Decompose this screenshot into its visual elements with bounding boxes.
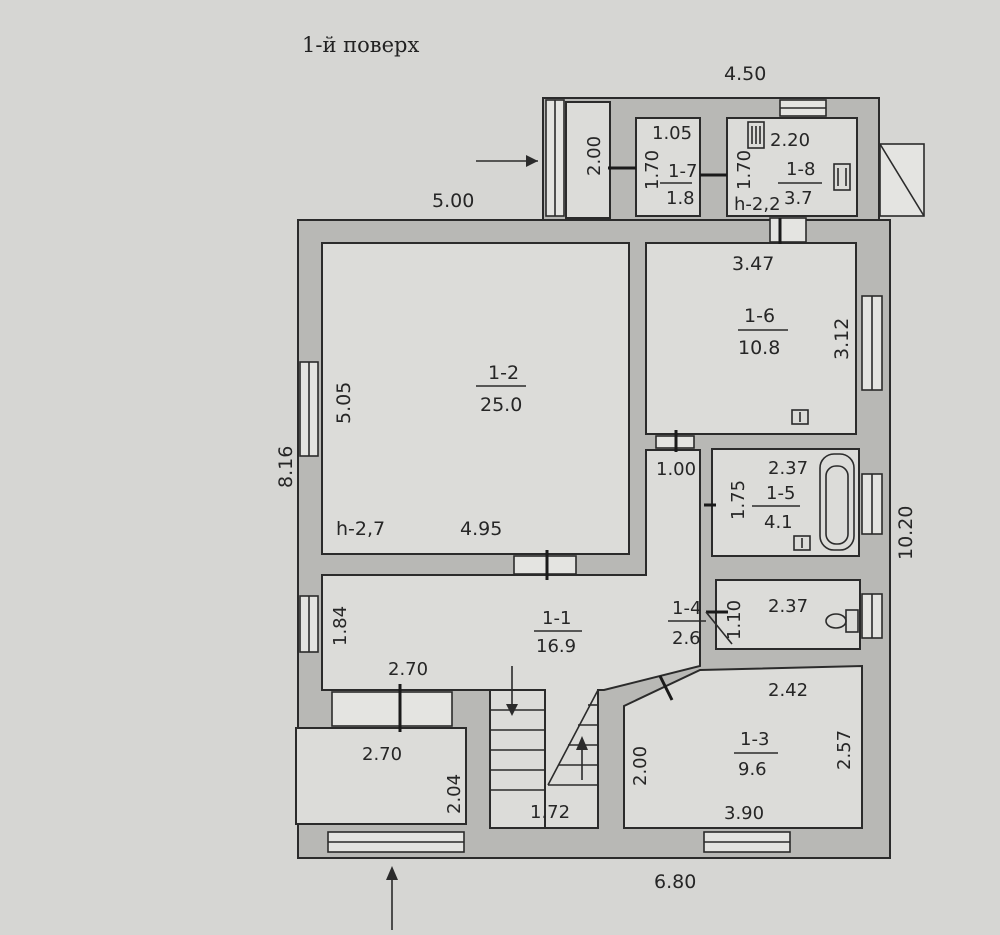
room-1-8-height: 1.70 <box>734 150 755 190</box>
room-1-6-shape <box>645 242 857 435</box>
room-1-3-shape <box>623 664 863 829</box>
boiler-icon <box>747 121 851 191</box>
floor-title: 1-й поверх <box>302 33 419 57</box>
room-1-8-width: 2.20 <box>770 130 810 151</box>
stair-width: 1.72 <box>530 802 570 823</box>
room-1-2-shape <box>321 242 630 555</box>
room-1-2-id: 1-2 <box>488 362 519 384</box>
stair-treads <box>490 689 599 791</box>
room-1-1-id: 1-1 <box>542 608 571 629</box>
dim-main-width: 5.00 <box>432 190 474 212</box>
room-1-5-area: 4.1 <box>764 512 793 533</box>
room-1-4-area: 2.6 <box>672 628 701 649</box>
dim-top-width: 4.50 <box>724 63 766 85</box>
door-1-8 <box>769 217 807 243</box>
room-1-3-width: 2.42 <box>768 680 808 701</box>
wc-width: 2.37 <box>768 596 808 617</box>
room-1-3-height: 2.57 <box>834 730 855 770</box>
room-1-6-height: 3.12 <box>831 318 853 360</box>
room-1-3-area: 9.6 <box>738 759 767 780</box>
room-1-1-height: 1.84 <box>330 606 351 646</box>
stair-arrow-icon <box>506 666 588 780</box>
fraction-lines <box>476 182 822 754</box>
dim-right-height: 10.20 <box>895 506 917 560</box>
room-1-7-area: 1.8 <box>666 188 695 209</box>
storage-height: 2.04 <box>444 774 465 814</box>
room-1-8-ceiling: h-2,2 <box>734 194 781 215</box>
room-1-6-area: 10.8 <box>738 337 780 359</box>
room-1-5-height: 1.75 <box>728 480 749 520</box>
room-1-7-id: 1-7 <box>668 161 697 182</box>
corridor-width: 1.00 <box>656 459 696 480</box>
room-1-4-id: 1-4 <box>672 598 701 619</box>
room-1-7-width: 1.05 <box>652 123 692 144</box>
room-1-8-id: 1-8 <box>786 159 815 180</box>
sink-icon <box>791 409 811 551</box>
room-1-2-width-dim: 4.95 <box>460 518 502 540</box>
storage-width: 2.70 <box>362 744 402 765</box>
room-1-1-area: 16.9 <box>536 636 576 657</box>
room-1-3-left: 2.00 <box>630 746 651 786</box>
stair-shape <box>489 689 546 829</box>
room-1-1-width: 2.70 <box>388 659 428 680</box>
room-1-2-ceiling: h-2,7 <box>336 518 385 540</box>
room-1-4-dim: 1.10 <box>724 600 745 640</box>
toilet-icon <box>825 609 859 633</box>
room-1-2-height-dim: 5.05 <box>333 382 355 424</box>
door-storage <box>331 691 453 727</box>
storage-shape <box>295 727 467 825</box>
dim-total-height: 8.16 <box>275 446 297 488</box>
room-1-5-id: 1-5 <box>766 483 795 504</box>
entry-vestibule-shape <box>565 101 611 219</box>
room-1-7-height: 1.70 <box>642 150 663 190</box>
room-1-2-area: 25.0 <box>480 394 522 416</box>
dim-bottom-width: 6.80 <box>654 871 696 893</box>
dim-entry-depth: 2.00 <box>584 136 605 176</box>
bathtub-icon <box>819 453 855 551</box>
door-1-2 <box>513 555 577 575</box>
room-1-6-id: 1-6 <box>744 305 775 327</box>
room-1-3-id: 1-3 <box>740 729 769 750</box>
room-1-5-width: 2.37 <box>768 458 808 479</box>
room-1-6-width: 3.47 <box>732 253 774 275</box>
room-1-3-bottom: 3.90 <box>724 803 764 824</box>
room-1-8-area: 3.7 <box>784 188 813 209</box>
entry-arrow-icon <box>386 155 538 930</box>
